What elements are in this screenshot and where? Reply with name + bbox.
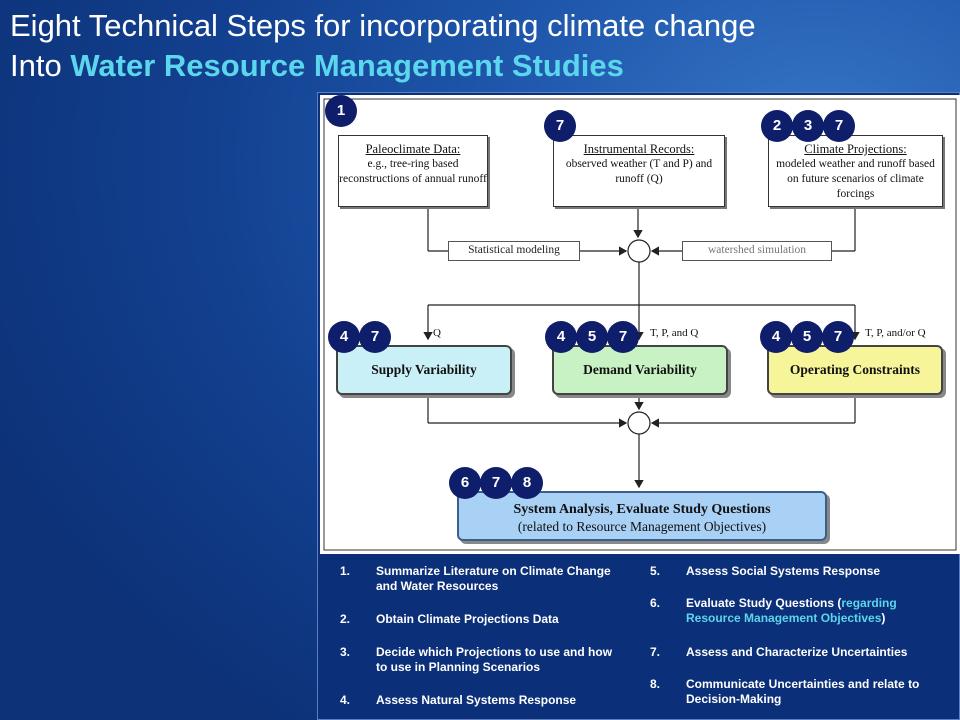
- step-badge-6-system: 6: [449, 467, 481, 499]
- step-badge-1: 1: [325, 95, 357, 127]
- step-badge-7-operating: 7: [822, 321, 854, 353]
- step-text: Assess and Characterize Uncertainties: [686, 645, 908, 659]
- climate-projections-body: modeled weather and runoff based on futu…: [776, 158, 935, 200]
- step-number: 1.: [340, 564, 351, 578]
- step-text: Decide which Projections to use and how …: [376, 645, 613, 674]
- step-badge-5-demand: 5: [576, 321, 608, 353]
- instrumental-heading: Instrumental Records:: [583, 142, 695, 156]
- step-number: 7.: [650, 645, 661, 659]
- operating-constraints-label: Operating Constraints: [789, 362, 921, 377]
- operating-constraints-box: Operating Constraints: [767, 345, 943, 395]
- paleoclimate-heading: Paleoclimate Data:: [365, 142, 461, 156]
- instrumental-box: Instrumental Records: observed weather (…: [553, 135, 725, 207]
- step-number: 3.: [340, 645, 351, 659]
- step-badge-2-climate: 2: [761, 110, 793, 142]
- flow-diagram: Paleoclimate Data: e.g., tree-ring based…: [320, 95, 960, 554]
- step-badge-7-system: 7: [480, 467, 512, 499]
- step-text: Summarize Literature on Climate Change a…: [376, 564, 611, 593]
- title-line-2-prefix: Into: [10, 48, 71, 83]
- junction-top: [627, 239, 651, 263]
- statistical-modeling-label: Statistical modeling: [448, 241, 580, 261]
- demand-variability-box: Demand Variability: [552, 345, 728, 395]
- flow-label-supply: Q: [433, 327, 441, 339]
- step-badge-7-demand: 7: [607, 321, 639, 353]
- step-number: 2.: [340, 612, 351, 626]
- step-badge-7-climate: 7: [823, 110, 855, 142]
- junction-bottom: [627, 411, 651, 435]
- step-badge-7-supply: 7: [359, 321, 391, 353]
- step-text: Assess Social Systems Response: [686, 564, 881, 578]
- step-text-prefix: Evaluate Study Questions (: [686, 596, 842, 610]
- step-number: 5.: [650, 564, 661, 578]
- supply-variability-label: Supply Variability: [371, 362, 477, 377]
- step-badge-4-operating: 4: [760, 321, 792, 353]
- paleoclimate-box: Paleoclimate Data: e.g., tree-ring based…: [338, 135, 488, 207]
- paleoclimate-body: e.g., tree-ring based reconstructions of…: [339, 158, 487, 185]
- system-analysis-box: System Analysis, Evaluate Study Question…: [457, 491, 827, 541]
- instrumental-body: observed weather (T and P) and runoff (Q…: [565, 158, 713, 185]
- step-badge-7-instrumental: 7: [544, 110, 576, 142]
- step-text-suffix: ): [881, 611, 886, 625]
- climate-projections-heading: Climate Projections:: [804, 142, 907, 156]
- title-highlight: Water Resource Management Studies: [70, 48, 624, 83]
- watershed-simulation-label: watershed simulation: [682, 241, 832, 261]
- step-text-highlight: regarding Resource Management Objectives: [686, 596, 897, 625]
- step-number: 4.: [340, 693, 351, 707]
- diagram-frame: [323, 98, 957, 551]
- step-badge-4-supply: 4: [328, 321, 360, 353]
- step-badge-5-operating: 5: [791, 321, 823, 353]
- climate-projections-box: Climate Projections: modeled weather and…: [768, 135, 943, 207]
- step-text: Communicate Uncertainties and relate to …: [686, 677, 920, 706]
- step-badge-3-climate: 3: [792, 110, 824, 142]
- step-text: Evaluate Study Questions (regarding Reso…: [686, 596, 936, 626]
- title-line-1: Eight Technical Steps for incorporating …: [10, 8, 756, 43]
- step-number: 6.: [650, 596, 661, 610]
- demand-variability-label: Demand Variability: [583, 362, 697, 377]
- step-number: 8.: [650, 677, 661, 691]
- flow-label-operating: T, P, and/or Q: [865, 327, 926, 339]
- step-text: Obtain Climate Projections Data: [376, 612, 559, 626]
- steps-list: 1. Summarize Literature on Climate Chang…: [320, 556, 960, 720]
- system-analysis-subtitle: (related to Resource Management Objectiv…: [517, 519, 767, 534]
- flow-label-demand: T, P, and Q: [650, 327, 699, 339]
- title-line-2: Into Water Resource Management Studies: [10, 46, 950, 86]
- step-badge-8-system: 8: [511, 467, 543, 499]
- system-analysis-title: System Analysis, Evaluate Study Question…: [513, 502, 771, 517]
- slide-title: Eight Technical Steps for incorporating …: [10, 6, 950, 86]
- step-text: Assess Natural Systems Response: [376, 693, 577, 707]
- supply-variability-box: Supply Variability: [336, 345, 512, 395]
- step-badge-4-demand: 4: [545, 321, 577, 353]
